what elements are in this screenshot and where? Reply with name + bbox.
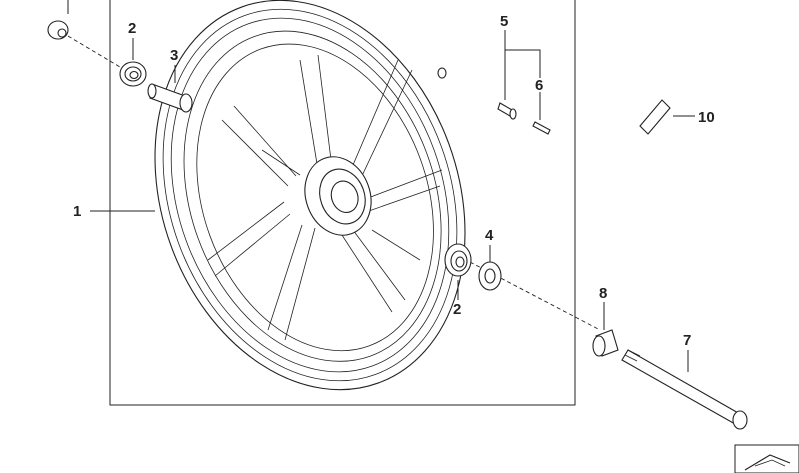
callout-6: 6 [535,77,543,94]
washer-right [478,261,502,291]
washer-top-left [47,20,69,40]
callout-7: 7 [683,332,691,349]
callout-10: 10 [698,109,715,126]
front-wheel [154,0,466,391]
axle-sleeve [592,329,619,357]
corner-logo [734,444,799,473]
callout-8: 8 [599,285,607,302]
leader-lines [90,30,695,372]
callout-1: 1 [73,203,81,220]
callout-5: 5 [500,13,508,30]
balance-weight [639,99,671,135]
valve [497,102,517,120]
valve-core [532,121,551,135]
callout-2-right: 2 [453,301,461,318]
axle [621,349,748,430]
callout-4: 4 [485,227,494,244]
frame-box [109,0,576,406]
callout-3: 3 [170,47,178,64]
callout-2-left: 2 [128,20,136,37]
bearing-left [119,61,147,87]
bearing-right [444,243,472,277]
wheel-spokes [207,54,443,341]
spacer-sleeve [147,83,193,113]
